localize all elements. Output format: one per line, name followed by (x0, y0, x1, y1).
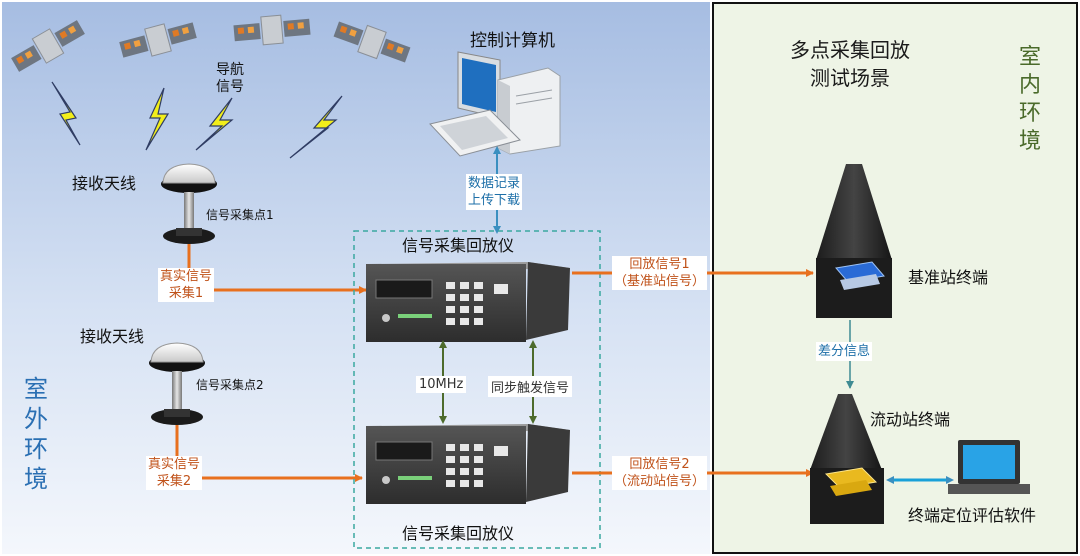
outdoor-env-label: 室外环境 (24, 375, 48, 493)
laptop-icon (948, 440, 1030, 494)
scene-title: 多点采集回放测试场景 (790, 38, 910, 90)
sync-10mhz-label: 10MHz (416, 376, 467, 393)
data-link-label: 数据记录上传下载 (466, 174, 523, 210)
satellite-2-icon (119, 22, 197, 58)
recorder-top-device (366, 262, 570, 342)
computer-label: 控制计算机 (470, 31, 555, 51)
diff-info-label: 差分信息 (816, 342, 873, 361)
lightning-2-icon (145, 87, 170, 151)
nav-signal-label: 导航信号 (216, 62, 244, 95)
antenna-2-label: 接收天线 (80, 327, 145, 346)
lightning-4-icon (289, 95, 343, 159)
base-station-label: 基准站终端 (908, 268, 989, 287)
signal-2-label: 真实信号采集2 (146, 456, 203, 490)
lightning-3-icon (195, 97, 234, 151)
satellite-1-icon (11, 20, 85, 72)
rover-station-label: 流动站终端 (870, 410, 951, 429)
recorder-bottom-label: 信号采集回放仪 (402, 524, 515, 543)
antenna-1-label: 接收天线 (72, 174, 137, 193)
recorder-group-box (353, 230, 601, 549)
signal-1-label: 真实信号采集1 (158, 268, 215, 302)
computer-icon (429, 51, 561, 157)
base-station-terminal-icon (816, 164, 892, 318)
collection-point-1-label: 信号采集点1 (206, 208, 274, 222)
satellite-3-icon (233, 14, 311, 46)
playback-1-label: 回放信号1（基准站信号） (612, 256, 708, 290)
lightning-1-icon (51, 81, 81, 146)
outdoor-background (2, 2, 710, 554)
recorder-top-label: 信号采集回放仪 (402, 236, 515, 255)
antenna-1-icon (161, 163, 217, 244)
rover-station-terminal-icon (810, 394, 884, 524)
eval-software-label: 终端定位评估软件 (908, 506, 1037, 525)
antenna-2-icon (149, 342, 205, 425)
indoor-env-label: 室内环境 (1018, 45, 1041, 154)
sync-trigger-label: 同步触发信号 (488, 376, 573, 397)
satellite-4-icon (333, 21, 411, 63)
recorder-bottom-device (366, 424, 570, 504)
collection-point-2-label: 信号采集点2 (196, 378, 264, 392)
playback-2-label: 回放信号2（流动站信号） (612, 456, 708, 490)
